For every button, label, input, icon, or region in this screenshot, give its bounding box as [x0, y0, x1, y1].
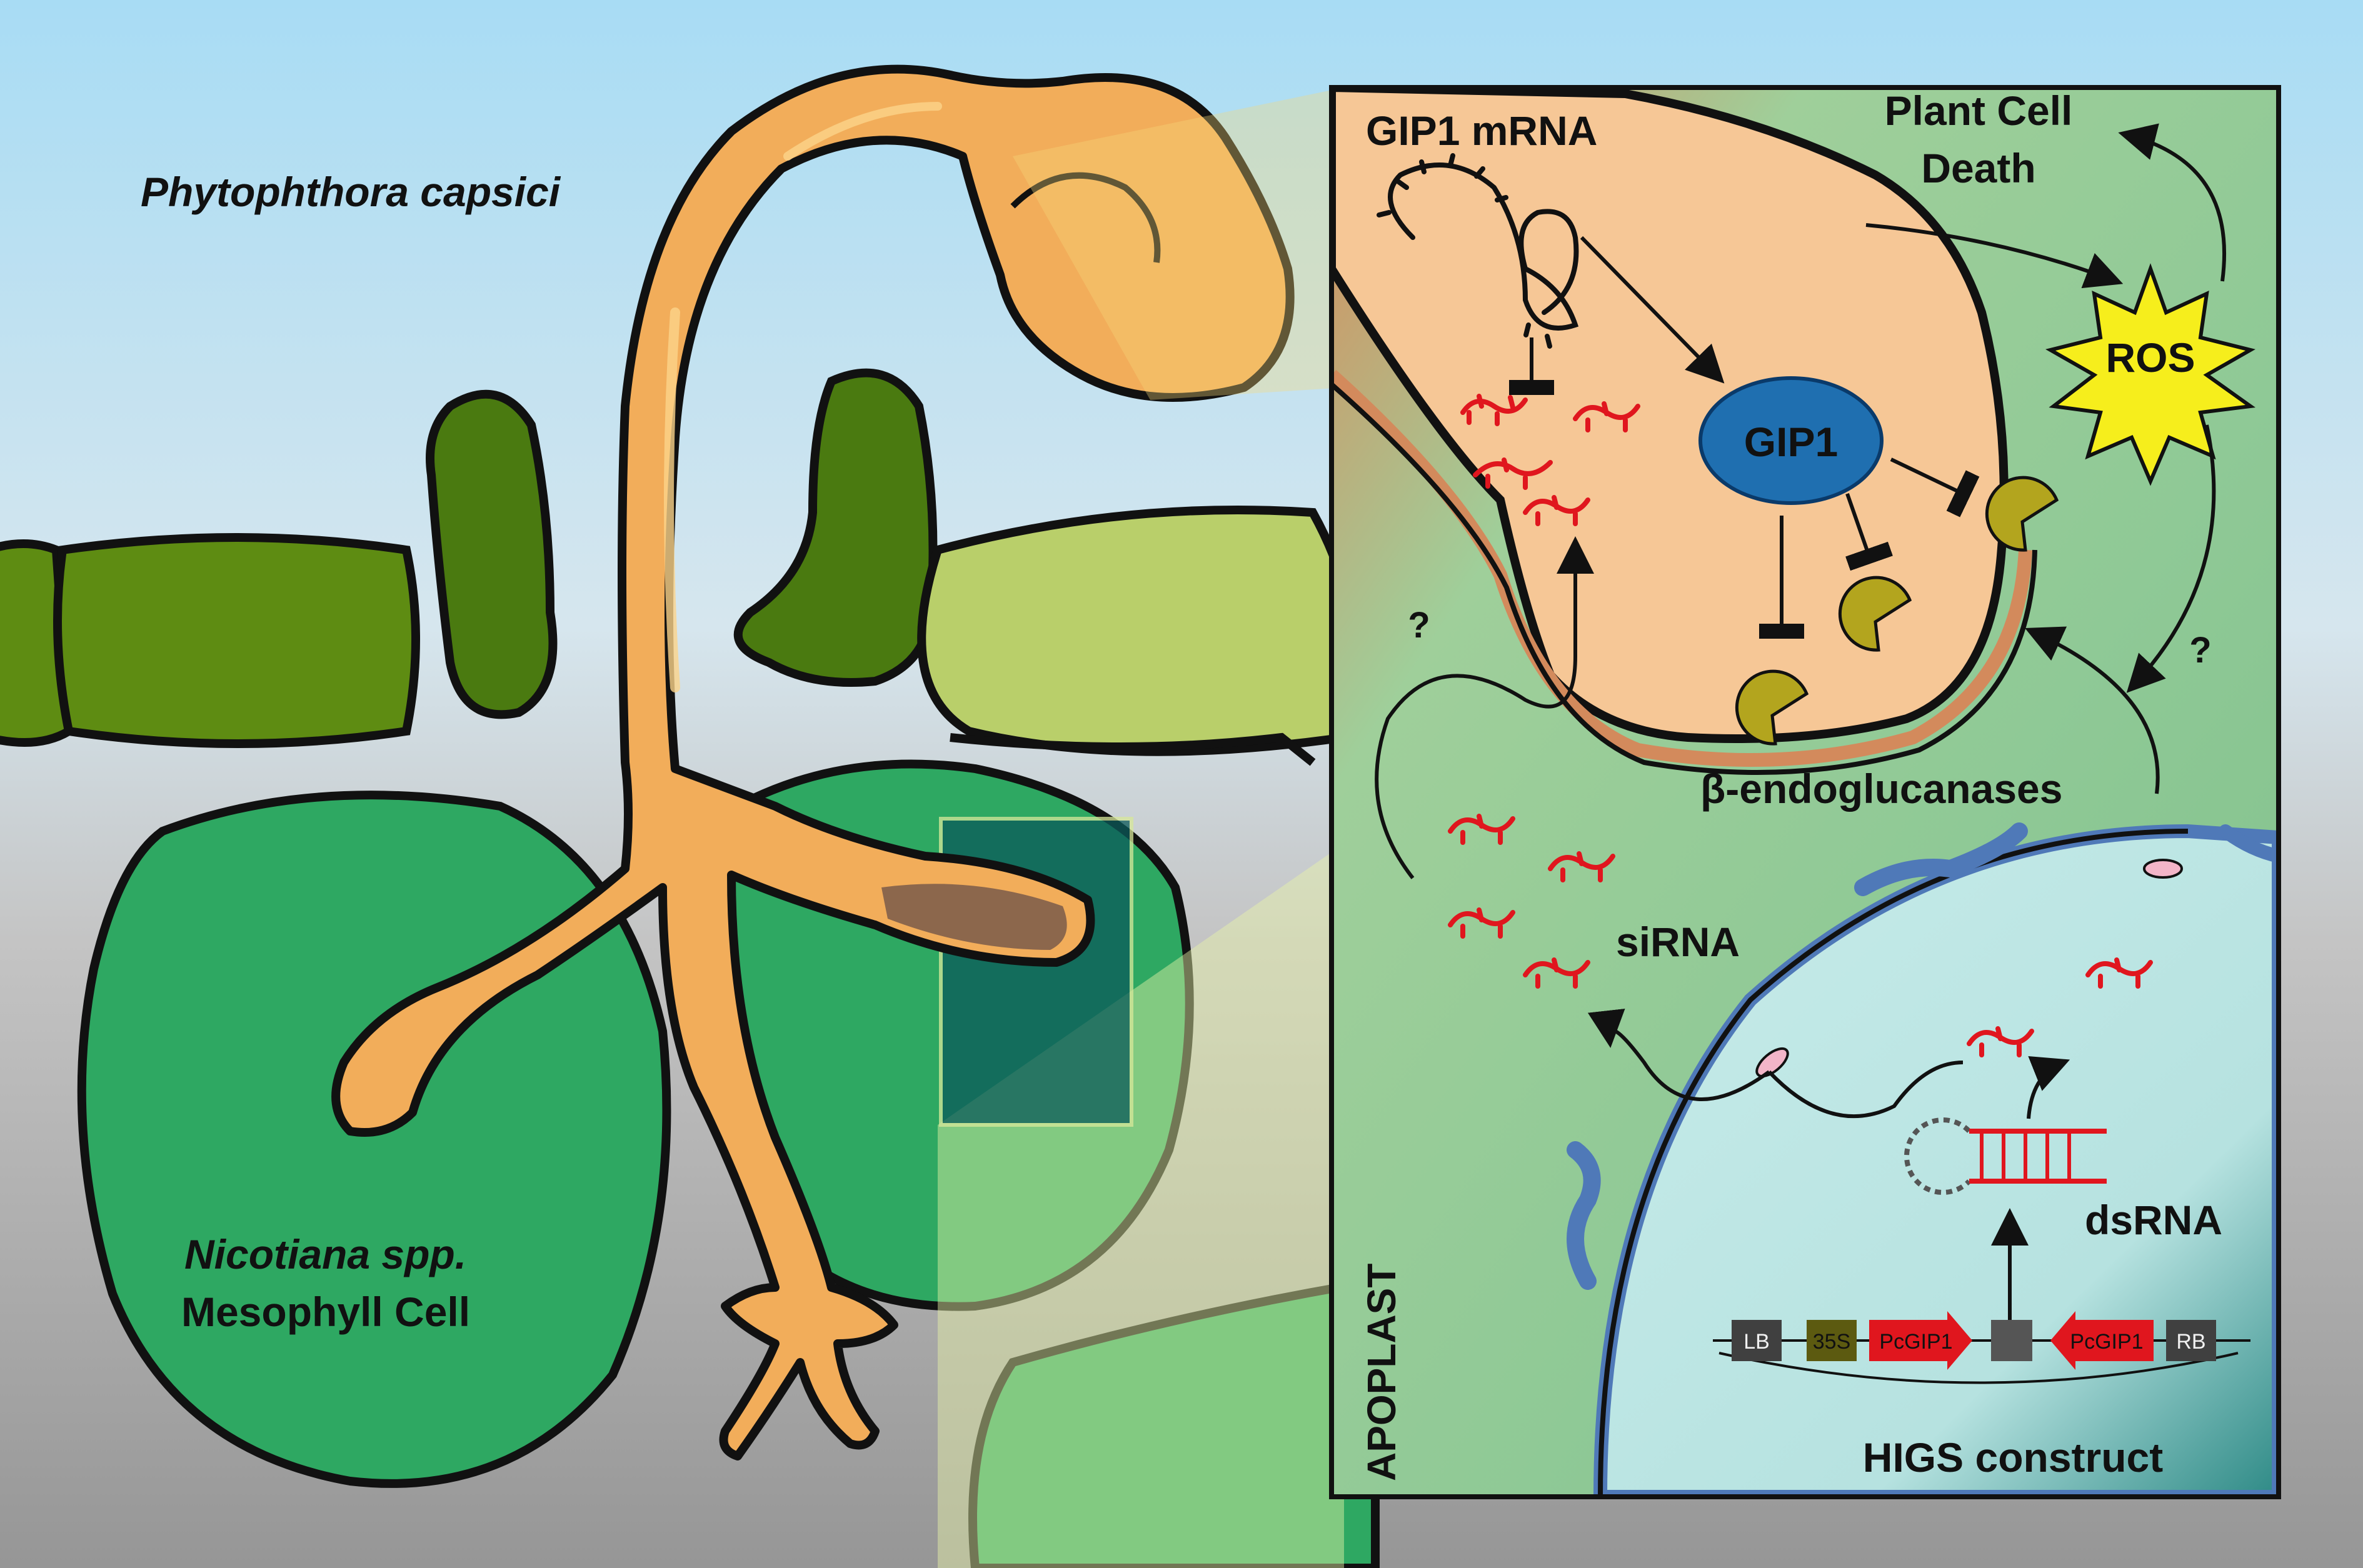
gip1-label: GIP1	[1744, 419, 1838, 465]
higs-construct: LB 35S PcGIP1 PcGIP1 RB	[1713, 1311, 2250, 1384]
gip1-mrna-label: GIP1 mRNA	[1366, 107, 1597, 154]
construct-lb-box	[1732, 1320, 1782, 1361]
construct-rb: RB	[2176, 1330, 2205, 1354]
construct-pcgip1-reverse-label: PcGIP1	[2070, 1330, 2143, 1354]
construct-lb: LB	[1743, 1330, 1770, 1354]
construct-spacer	[1991, 1320, 2032, 1361]
ros-burst-icon	[2045, 263, 2255, 486]
gip1-protein	[1698, 376, 1884, 505]
organism-label: Phytophthora capsici	[141, 169, 561, 215]
construct-pcgip1-forward	[1869, 1311, 1972, 1370]
zoom-wedge	[938, 844, 1344, 1568]
plant-cell-death-line2: Death	[1921, 145, 2035, 191]
dsrna-hairpin-icon	[1904, 1117, 2107, 1195]
construct-promoter-box	[1807, 1320, 1857, 1361]
ros-label: ROS	[2105, 334, 2195, 381]
pathway-arrows	[1375, 123, 2226, 1322]
host-label-line1: Nicotiana spp.	[184, 1231, 466, 1277]
inset-border	[1329, 85, 2281, 1499]
mrna-hairpin-icon	[1377, 153, 1579, 349]
upper-plant-cells	[0, 368, 1359, 766]
inset-panel	[1332, 87, 2279, 1497]
construct-pcgip1-reverse	[2050, 1311, 2154, 1370]
question-mark-right: ?	[2189, 630, 2211, 671]
endoglucanase-icons	[1735, 476, 2059, 746]
construct-promoter: 35S	[1813, 1330, 1851, 1354]
zoom-wedge-top	[1013, 87, 1344, 400]
host-label-line2: Mesophyll Cell	[181, 1289, 470, 1335]
higs-construct-label: HIGS construct	[1863, 1434, 2163, 1481]
plant-cell-death-line1: Plant Cell	[1885, 87, 2073, 134]
construct-pcgip1-forward-label: PcGIP1	[1879, 1330, 1952, 1354]
dsrna-label: dsRNA	[2085, 1197, 2222, 1243]
endoglucanases-label: β-endoglucanases	[1700, 766, 2062, 812]
apoplast-label: APOPLAST	[1359, 1264, 1404, 1481]
sirna-label: siRNA	[1616, 919, 1740, 965]
question-mark-left: ?	[1408, 605, 1430, 646]
construct-rb-box	[2166, 1320, 2216, 1361]
sirna-fragments	[1448, 394, 2153, 1057]
phytophthora-hypha	[331, 64, 1295, 1461]
